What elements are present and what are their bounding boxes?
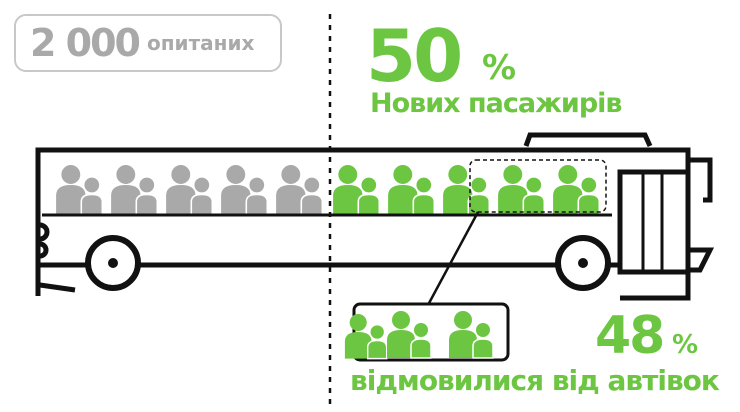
- people-group-icon: [344, 313, 388, 360]
- people-group-icon: [111, 165, 159, 216]
- people-group-icon: [221, 165, 269, 216]
- new-passengers-unit: %: [482, 48, 517, 88]
- people-layer: [56, 165, 601, 216]
- respondents-label: опитаних: [147, 31, 255, 55]
- respondents-badge: 2 000 опитаних: [14, 14, 282, 72]
- wheel-rear: [85, 235, 141, 291]
- callout-line: [426, 211, 480, 306]
- refused-cars-value: 48: [595, 306, 665, 366]
- people-group-icon: [56, 165, 104, 216]
- new-passengers-value: 50: [366, 14, 463, 98]
- bus-outline: [35, 132, 715, 301]
- refused-cars-label: відмовилися від автівок: [350, 364, 720, 397]
- people-group-icon: [498, 165, 546, 216]
- inset-people: [344, 311, 494, 360]
- people-group-icon: [333, 165, 381, 216]
- new-passengers-label: Нових пасажирів: [370, 88, 623, 119]
- people-group-icon: [449, 311, 494, 359]
- people-group-icon: [387, 311, 432, 359]
- wheel-front: [555, 235, 611, 291]
- respondents-count: 2 000: [30, 21, 141, 65]
- refused-cars-unit: %: [672, 330, 699, 360]
- people-group-icon: [166, 165, 214, 216]
- people-group-icon: [443, 165, 491, 216]
- people-group-icon: [276, 165, 324, 216]
- people-group-icon: [553, 165, 601, 216]
- people-group-icon: [388, 165, 436, 216]
